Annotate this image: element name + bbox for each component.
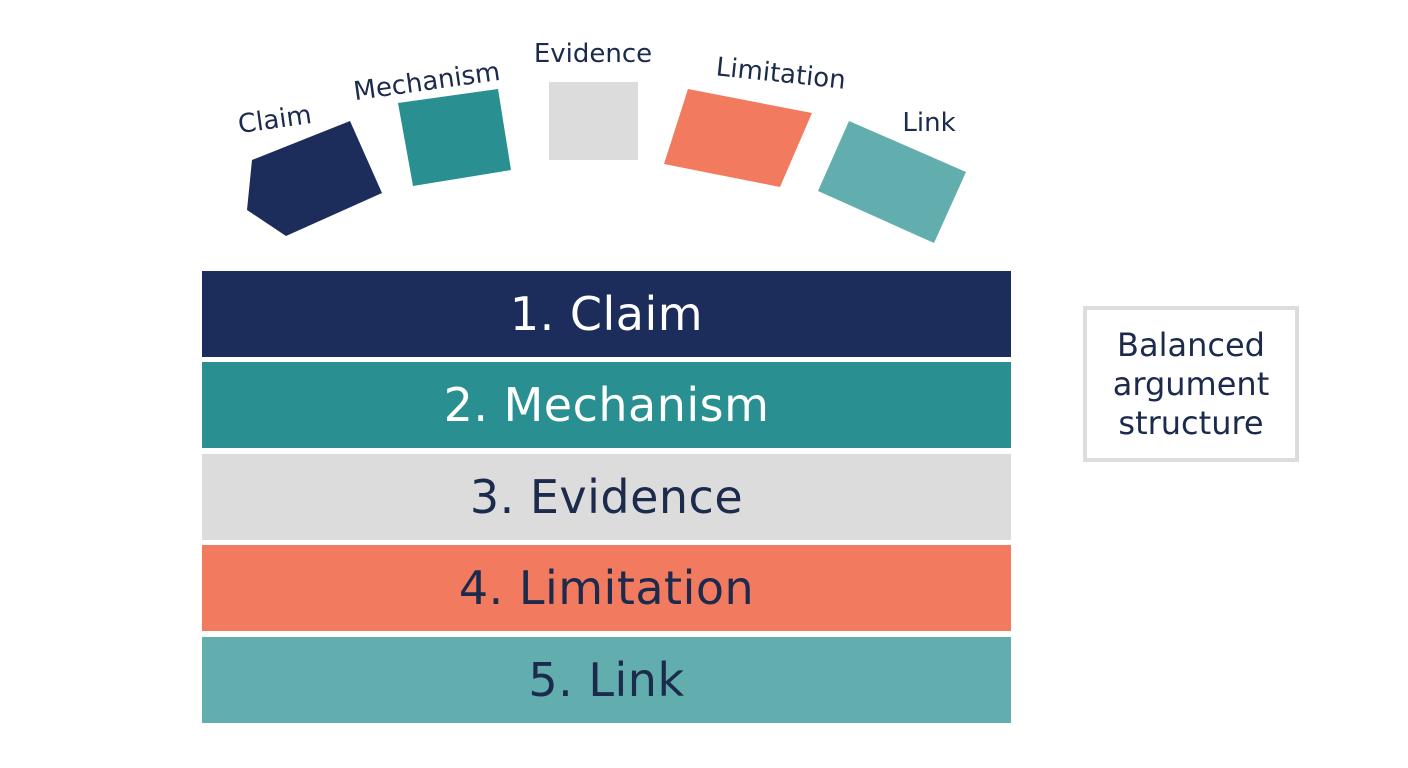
stack-bar-link: 5. Link xyxy=(202,637,1011,723)
stack-bar-evidence: 3. Evidence xyxy=(202,454,1011,540)
stack-bar-mechanism: 2. Mechanism xyxy=(202,362,1011,448)
limitation-piece-label: Limitation xyxy=(715,52,848,95)
stack-bar-claim: 1. Claim xyxy=(202,271,1011,357)
limitation-piece xyxy=(664,89,812,187)
evidence-piece xyxy=(549,82,638,160)
claim-piece-label: Claim xyxy=(236,100,313,140)
note-text: Balanced argument structure xyxy=(1112,325,1270,442)
link-piece-label: Link xyxy=(902,108,955,138)
stack-bar-limitation: 4. Limitation xyxy=(202,545,1011,631)
claim-piece xyxy=(247,121,382,236)
link-piece xyxy=(818,121,966,243)
evidence-piece-label: Evidence xyxy=(534,39,652,69)
mechanism-piece xyxy=(398,89,511,186)
balanced-structure-note: Balanced argument structure xyxy=(1083,306,1299,462)
